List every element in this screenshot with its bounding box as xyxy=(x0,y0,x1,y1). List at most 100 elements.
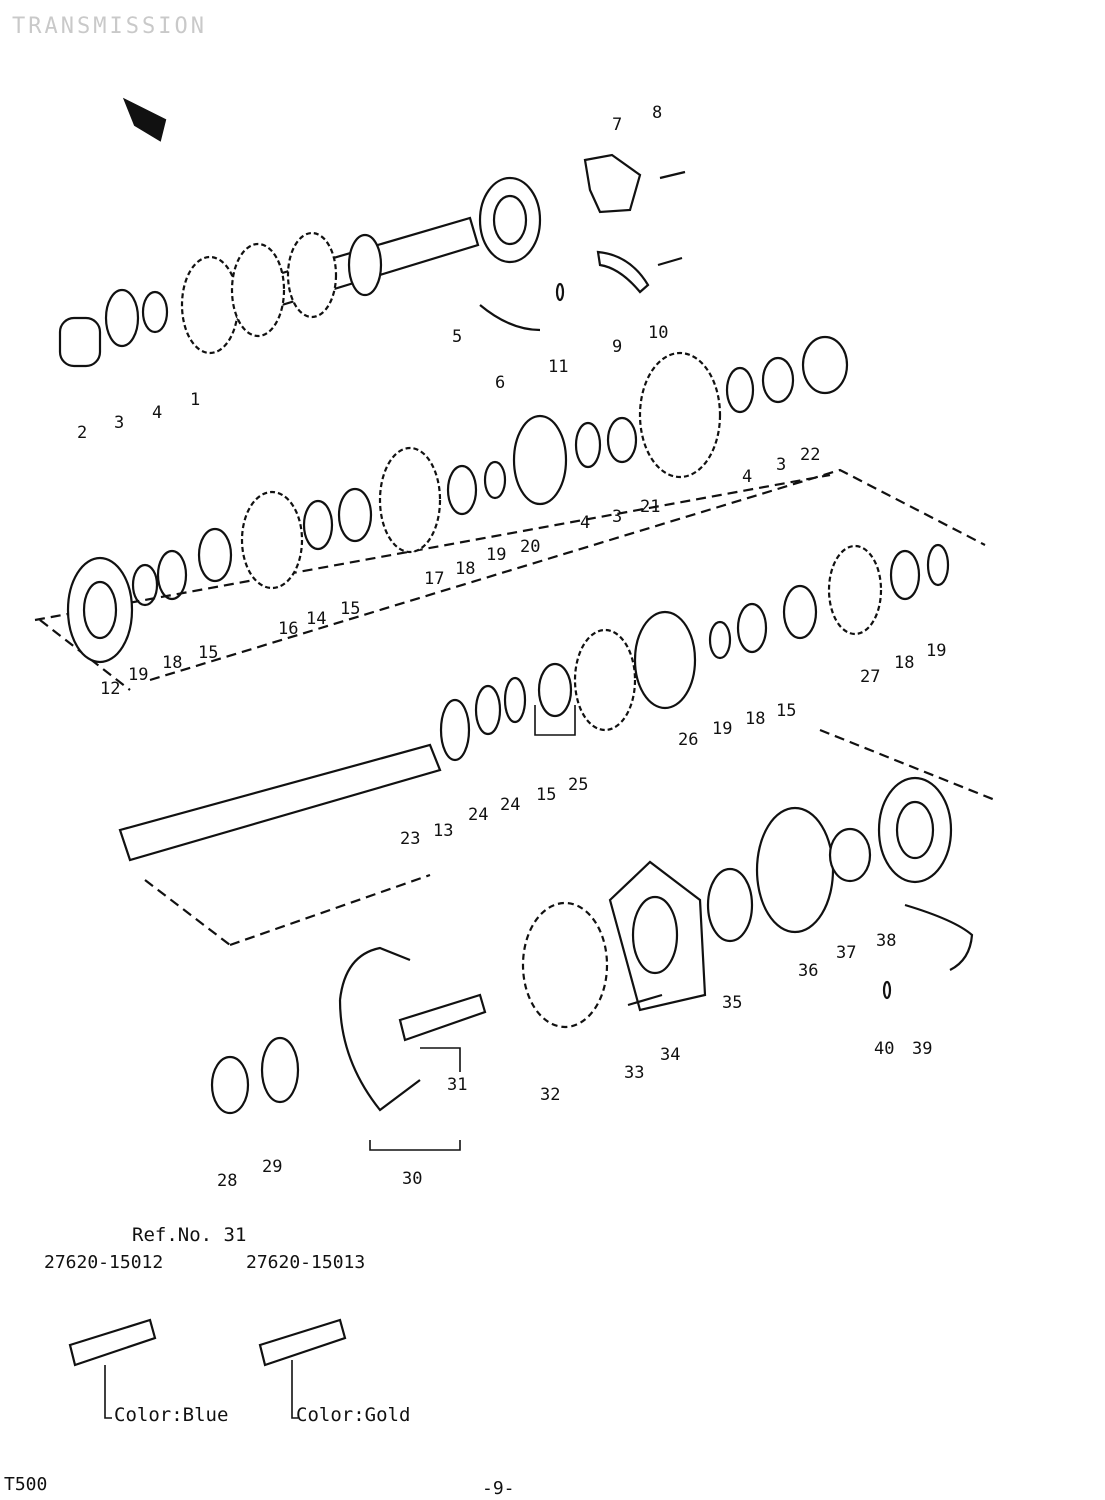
gear-16 xyxy=(240,490,304,590)
plate-7 xyxy=(583,153,642,214)
washer-4 xyxy=(141,290,169,334)
ring-19b xyxy=(483,460,507,500)
gear-upper-c xyxy=(347,233,383,297)
callout-14: 14 xyxy=(306,609,326,629)
callout-9: 9 xyxy=(612,337,622,357)
callout-17: 17 xyxy=(424,569,444,589)
callout-20: 20 xyxy=(520,537,540,557)
bearing-15b xyxy=(337,487,373,543)
gear-25 xyxy=(573,628,637,732)
gear-upper-a xyxy=(230,242,286,338)
callout-15c: 15 xyxy=(536,785,556,805)
callout-18a: 18 xyxy=(455,559,475,579)
callout-12: 12 xyxy=(100,679,120,699)
callout-15b: 15 xyxy=(198,643,218,663)
gear-27 xyxy=(827,544,883,636)
gear-17 xyxy=(378,446,442,554)
assembly-frame-driveshaft xyxy=(144,728,996,947)
callout-4: 4 xyxy=(152,403,162,423)
callout-6: 6 xyxy=(495,373,505,393)
callout-33: 33 xyxy=(624,1063,644,1083)
callout-37: 37 xyxy=(836,943,856,963)
part-number-blue: 27620-15012 xyxy=(44,1252,164,1273)
callout-5: 5 xyxy=(452,327,462,347)
washer-4b xyxy=(574,421,602,469)
gear-21 xyxy=(638,351,722,479)
leader-gold xyxy=(291,1360,298,1419)
washer-29 xyxy=(260,1036,300,1104)
color-label-blue: Color:Blue xyxy=(114,1404,229,1426)
cover-34 xyxy=(608,860,707,1012)
bracket-31 xyxy=(420,1047,461,1072)
callout-21: 21 xyxy=(640,497,660,517)
callout-28: 28 xyxy=(217,1171,237,1191)
callout-36: 36 xyxy=(798,961,818,981)
callout-24a: 24 xyxy=(468,805,488,825)
callout-39: 39 xyxy=(912,1039,932,1059)
bracket-15 xyxy=(534,705,576,736)
collar-22 xyxy=(801,335,849,395)
joint-gold xyxy=(258,1318,347,1367)
callout-31: 31 xyxy=(447,1075,467,1095)
bearing-3b xyxy=(606,416,638,464)
bearing-15c xyxy=(537,662,573,718)
bolt-33 xyxy=(627,993,663,1007)
washer-14 xyxy=(302,499,334,551)
reference-title: Ref.No. 31 xyxy=(132,1224,247,1246)
callout-11: 11 xyxy=(548,357,568,377)
gear-upper-b xyxy=(286,231,338,319)
arrow-icon xyxy=(122,97,167,142)
callout-29: 29 xyxy=(262,1157,282,1177)
part-number-gold: 27620-15013 xyxy=(246,1252,366,1273)
callout-30: 30 xyxy=(402,1169,422,1189)
callout-16: 16 xyxy=(278,619,298,639)
bolt-10 xyxy=(657,256,683,267)
circlip-13 xyxy=(439,698,471,762)
ring-24a xyxy=(474,684,502,736)
gear-26 xyxy=(633,610,697,710)
callout-7: 7 xyxy=(612,115,622,135)
bearing-15a xyxy=(197,527,233,583)
callout-8: 8 xyxy=(652,103,662,123)
joint-31 xyxy=(398,993,487,1042)
gear-20 xyxy=(512,414,568,506)
callout-19c: 19 xyxy=(712,719,732,739)
callout-1: 1 xyxy=(190,390,200,410)
collar-2 xyxy=(58,316,102,368)
ring-19d xyxy=(926,543,950,587)
washer-18c xyxy=(736,602,768,654)
circlip-6 xyxy=(479,304,541,332)
ring-24b xyxy=(503,676,527,724)
callout-15d: 15 xyxy=(776,701,796,721)
callout-22: 22 xyxy=(800,445,820,465)
callout-35: 35 xyxy=(722,993,742,1013)
callout-18b: 18 xyxy=(162,653,182,673)
section-title: TRANSMISSION xyxy=(12,14,207,39)
callout-10: 10 xyxy=(648,323,668,343)
callout-2: 2 xyxy=(77,423,87,443)
sprocket-32 xyxy=(521,901,609,1029)
callout-18c: 18 xyxy=(745,709,765,729)
callout-25: 25 xyxy=(568,775,588,795)
callout-15a: 15 xyxy=(340,599,360,619)
gear-1 xyxy=(180,255,240,355)
washer-18b xyxy=(446,464,478,516)
page-number: -9- xyxy=(482,1478,515,1499)
o-ring-36 xyxy=(755,806,835,934)
bracket-30 xyxy=(369,1140,461,1151)
pin-11 xyxy=(555,282,565,302)
drive-shaft-23 xyxy=(118,743,442,862)
callout-3: 3 xyxy=(114,413,124,433)
callout-19b: 19 xyxy=(128,665,148,685)
callout-13: 13 xyxy=(433,821,453,841)
callout-38: 38 xyxy=(876,931,896,951)
callout-32: 32 xyxy=(540,1085,560,1105)
washer-4c xyxy=(725,366,755,414)
callout-3b: 3 xyxy=(612,507,622,527)
leader-blue xyxy=(104,1365,112,1419)
bearing-38 xyxy=(877,776,953,884)
chain-30 xyxy=(338,946,421,1112)
circlip-39 xyxy=(904,903,974,971)
